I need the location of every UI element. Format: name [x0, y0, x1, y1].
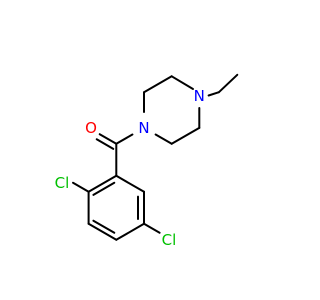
bond-benzene-3 [87, 222, 118, 241]
bond-ethyl-ch3 [217, 73, 239, 94]
chlorine-bottom-label: Cl [162, 231, 177, 249]
bond-benzene-4 [115, 222, 145, 241]
bond-carbonyl-2 [95, 138, 115, 150]
nitrogen-ethyl-label: N [194, 87, 205, 105]
bond-ring-5 [170, 126, 201, 145]
bonds [72, 73, 239, 241]
molecule-structure: O N N Cl Cl [55, 73, 239, 249]
bond-amide-cn [115, 133, 134, 145]
nitrogen-amide-label: N [138, 119, 149, 137]
bond-benzene-6 [115, 174, 145, 193]
bond-carbonyl-1 [98, 133, 118, 145]
molecule-svg: O N N Cl Cl [55, 73, 239, 249]
bond-ring-4 [154, 133, 173, 145]
bond-c-cl-bottom [143, 222, 161, 234]
chlorine-top-label: Cl [55, 174, 70, 192]
bond-ring-1 [170, 75, 194, 90]
bond-ethyl-ch2-n [207, 91, 220, 97]
bond-benzene-1-inner [92, 181, 116, 196]
bond-benzene-3-inner [92, 219, 116, 234]
atom-labels: O N N Cl Cl [55, 87, 205, 249]
bond-ring-2 [143, 75, 173, 94]
bond-benzene-1 [87, 174, 118, 193]
oxygen-label: O [85, 119, 97, 137]
bond-c-cl-top [72, 181, 90, 193]
